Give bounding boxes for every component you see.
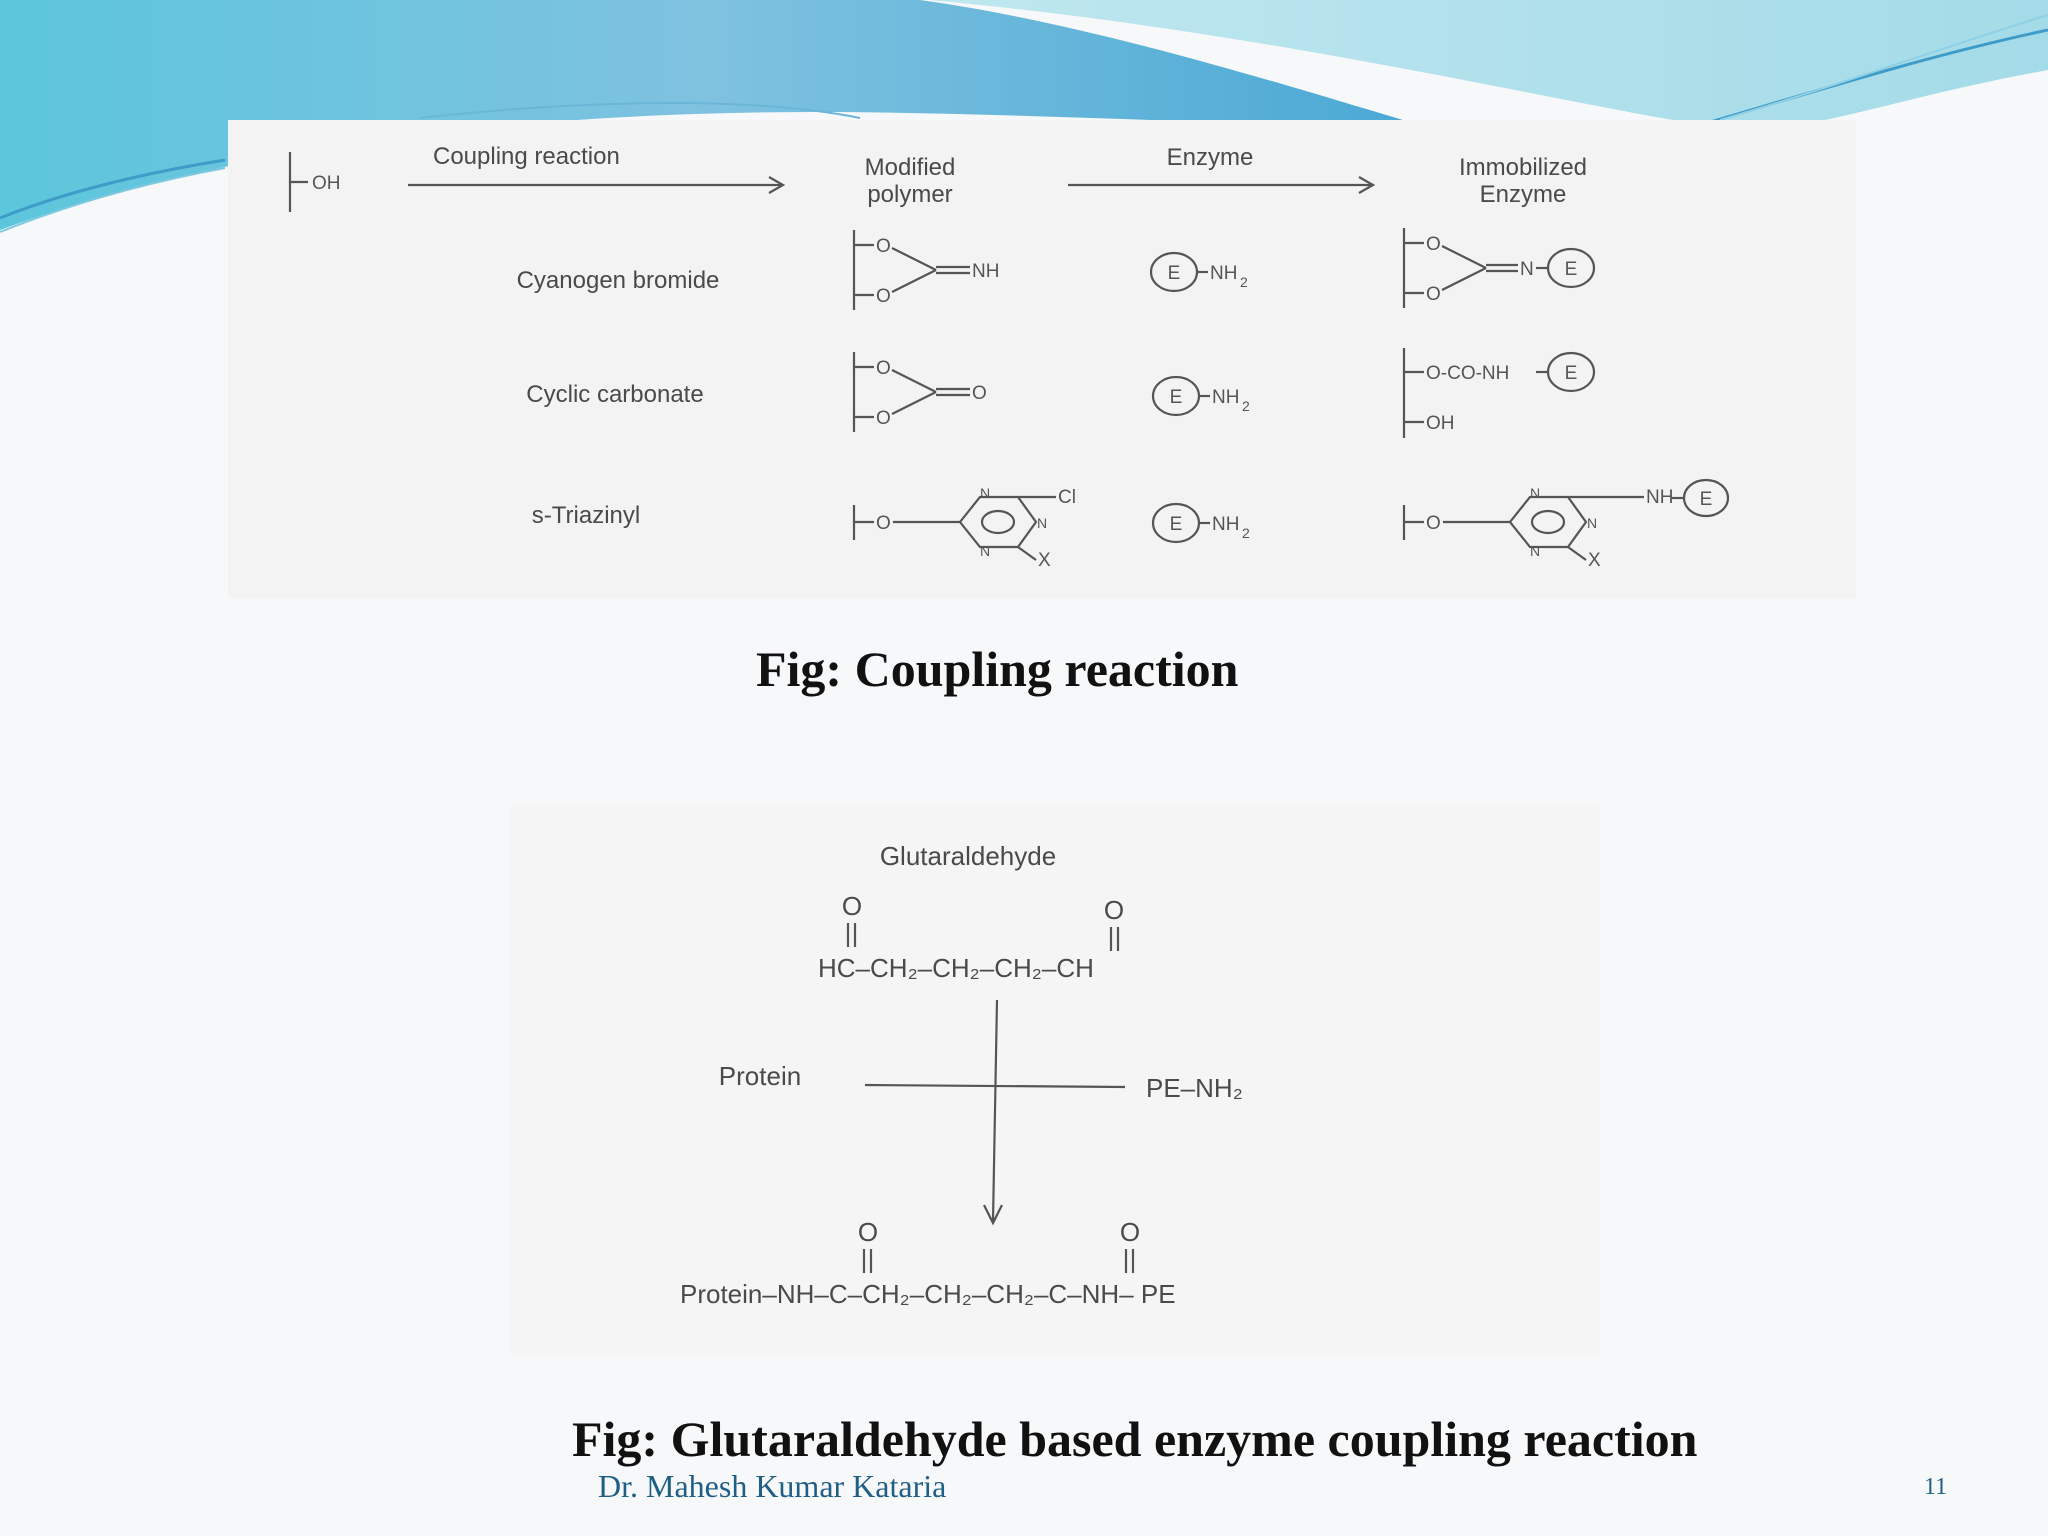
slide-number: 11 (1924, 1474, 1948, 1500)
svg-text:E: E (1170, 387, 1183, 408)
coupling-reaction-figure: OH Coupling reaction Modified polymer En… (228, 120, 1856, 598)
svg-text:E: E (1700, 489, 1713, 510)
svg-text:E: E (1170, 514, 1183, 535)
aldehyde-oxygen-left: O (842, 891, 862, 921)
svg-text:E: E (1565, 363, 1578, 384)
modified-polymer-header-2: polymer (867, 181, 952, 208)
svg-text:2: 2 (1242, 398, 1250, 414)
coupling-reaction-header: Coupling reaction (433, 143, 620, 170)
header-wave-decoration (0, 0, 2048, 233)
glutaraldehyde-figure-caption: Fig: Glutaraldehyde based enzyme couplin… (572, 1411, 1698, 1467)
footer-author: Dr. Mahesh Kumar Kataria (598, 1468, 947, 1504)
svg-text:OH: OH (1426, 413, 1455, 434)
svg-text:E: E (1168, 263, 1181, 284)
reaction-arrow-shaft (991, 999, 999, 1222)
svg-text:N: N (1530, 543, 1540, 559)
svg-text:Cl: Cl (1058, 487, 1076, 508)
protein-reactant-label: Protein (719, 1061, 801, 1091)
svg-text:O: O (1426, 234, 1441, 255)
svg-text:O-CO-NH: O-CO-NH (1426, 363, 1509, 384)
svg-text:O: O (876, 236, 891, 257)
svg-text:NH: NH (1212, 387, 1239, 408)
svg-text:N: N (1520, 259, 1534, 280)
carbonate-enzyme-amine: E NH 2 (1151, 375, 1250, 417)
reagent-cyanogen-bromide: Cyanogen bromide (517, 267, 720, 294)
reaction-arrow-head (983, 1204, 1003, 1226)
svg-text:O: O (876, 358, 891, 379)
immobilized-enzyme-header-2: Enzyme (1480, 181, 1567, 208)
svg-text:NH: NH (1212, 514, 1239, 535)
conjugate-product-formula: Protein–NH–C–CH₂–CH₂–CH₂–C–NH– PE (680, 1279, 1176, 1309)
svg-text:NH: NH (1210, 263, 1237, 284)
cyanogen-enzyme-amine: E NH 2 (1149, 251, 1248, 293)
svg-text:2: 2 (1240, 274, 1248, 290)
svg-text:N: N (980, 543, 990, 559)
enzyme-step-header: Enzyme (1167, 144, 1254, 171)
svg-text:X: X (1038, 550, 1051, 571)
coupling-reaction-diagram: OH Coupling reaction Modified polymer En… (288, 143, 1730, 571)
svg-text:NH: NH (1646, 487, 1673, 508)
cyanogen-immobilized-enzyme: O O N E (1402, 228, 1596, 308)
carbonate-immobilized-enzyme: O-CO-NH E OH (1402, 348, 1596, 438)
svg-text:N: N (1037, 515, 1047, 531)
svg-text:E: E (1565, 259, 1578, 280)
reagent-s-triazinyl: s-Triazinyl (532, 502, 640, 529)
svg-text:NH: NH (972, 261, 999, 282)
svg-text:N: N (1587, 515, 1597, 531)
svg-text:O: O (876, 286, 891, 307)
svg-text:N: N (1530, 485, 1540, 501)
glutaraldehyde-diagram: Glutaraldehyde O O HC–CH₂–CH₂–CH₂–CH Pro… (680, 841, 1243, 1309)
reactant-hydroxyl-label: OH (312, 173, 341, 194)
triazinyl-enzyme-amine: E NH 2 (1151, 502, 1250, 544)
coupling-figure-caption: Fig: Coupling reaction (756, 641, 1239, 697)
triazinyl-immobilized-enzyme: O N N N NH E X (1402, 478, 1730, 571)
immobilized-enzyme-header-1: Immobilized (1459, 154, 1587, 181)
pe-amine-reactant-label: PE–NH₂ (1146, 1073, 1243, 1103)
amide-oxygen-right: O (1120, 1217, 1140, 1247)
svg-text:O: O (1426, 513, 1441, 534)
reagent-cyclic-carbonate: Cyclic carbonate (526, 381, 703, 408)
svg-text:2: 2 (1242, 525, 1250, 541)
svg-text:N: N (980, 485, 990, 501)
modified-polymer-header-1: Modified (865, 154, 956, 181)
svg-text:O: O (876, 513, 891, 534)
amide-oxygen-left: O (858, 1217, 878, 1247)
svg-text:O: O (1426, 284, 1441, 305)
svg-text:X: X (1588, 550, 1601, 571)
aldehyde-oxygen-right: O (1104, 895, 1124, 925)
glutaraldehyde-formula: HC–CH₂–CH₂–CH₂–CH (818, 953, 1094, 983)
svg-text:O: O (972, 383, 987, 404)
cyanogen-modified-polymer: O O NH (852, 230, 999, 310)
carbonate-modified-polymer: O O O (852, 352, 987, 432)
glutaraldehyde-figure: Glutaraldehyde O O HC–CH₂–CH₂–CH₂–CH Pro… (510, 805, 1600, 1355)
triazinyl-modified-polymer: O N N N Cl X (852, 485, 1076, 571)
svg-text:O: O (876, 408, 891, 429)
glutaraldehyde-title: Glutaraldehyde (880, 841, 1056, 871)
